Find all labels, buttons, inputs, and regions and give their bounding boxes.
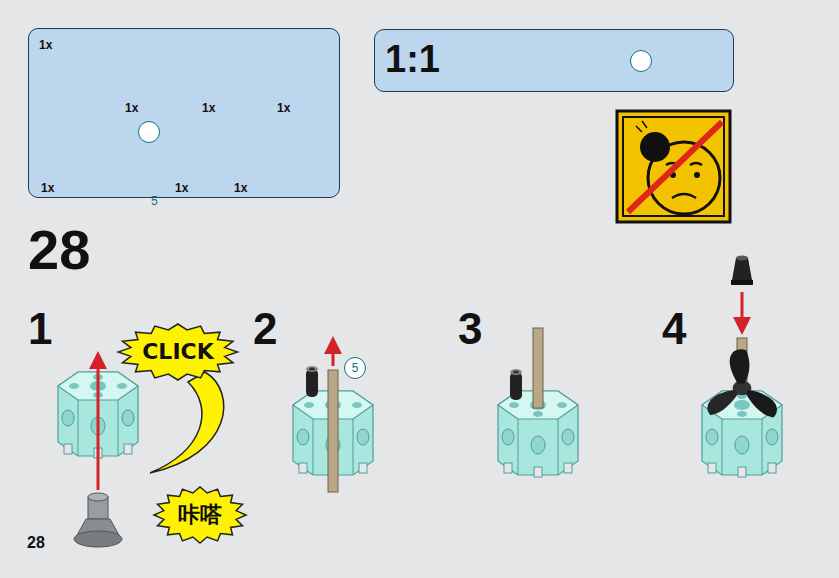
substep-number: 4 bbox=[662, 307, 686, 351]
quantity-label: 1x bbox=[39, 39, 52, 51]
substep-number: 1 bbox=[28, 307, 52, 351]
quantity-label: 1x bbox=[41, 182, 54, 194]
step-3-illustration bbox=[498, 328, 578, 477]
scale-label: 1:1 bbox=[385, 40, 440, 78]
quantity-label: 1x bbox=[175, 182, 188, 194]
sound-text: 咔嗒 bbox=[178, 504, 222, 526]
quantity-label: 1x bbox=[277, 102, 290, 114]
sound-burst: 咔嗒 bbox=[152, 485, 248, 545]
callout-circle: 5 bbox=[630, 50, 652, 72]
step-number: 28 bbox=[28, 222, 90, 278]
callout-number: 5 bbox=[151, 195, 158, 207]
substep-number: 2 bbox=[253, 307, 277, 351]
sound-text: CLICK bbox=[142, 341, 214, 363]
step-1-illustration bbox=[58, 360, 224, 547]
sound-burst: CLICK bbox=[116, 322, 240, 382]
callout-circle: 5 bbox=[344, 357, 366, 379]
parts-panel: 51x1x1x1x1x1x1x bbox=[28, 28, 340, 198]
quantity-label: 1x bbox=[234, 182, 247, 194]
page-number: 28 bbox=[27, 535, 45, 551]
warning-sign bbox=[617, 111, 730, 222]
quantity-label: 1x bbox=[202, 102, 215, 114]
callout-circle: 5 bbox=[138, 121, 160, 143]
step-2-illustration bbox=[293, 345, 373, 492]
quantity-label: 1x bbox=[125, 102, 138, 114]
substep-number: 3 bbox=[458, 307, 482, 351]
callout-number: 5 bbox=[352, 362, 359, 374]
step-4-illustration bbox=[702, 256, 782, 478]
parts-panel: 5 1:1 bbox=[374, 29, 734, 92]
callout-tail bbox=[150, 372, 224, 473]
